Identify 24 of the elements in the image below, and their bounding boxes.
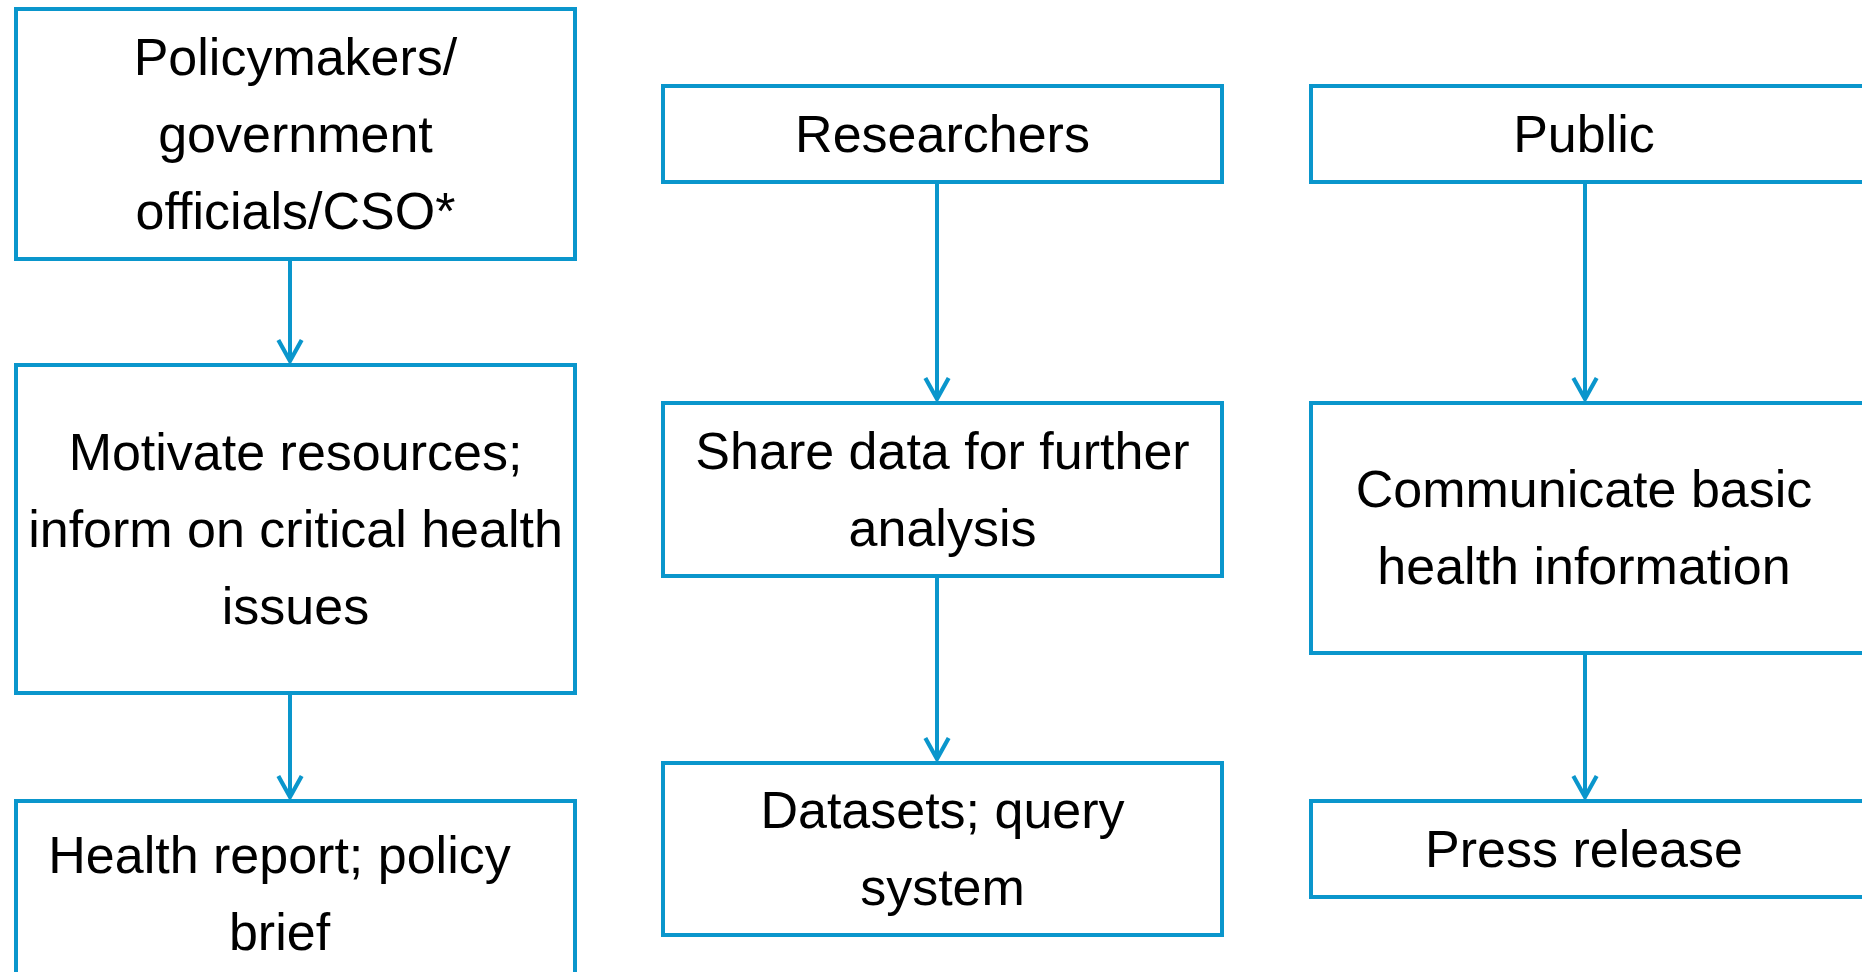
process-box	[661, 761, 1224, 937]
process-box	[14, 799, 577, 972]
box-label: Researchers	[794, 103, 1091, 165]
process-box	[14, 363, 577, 695]
process-box	[1309, 401, 1862, 655]
arrow	[1571, 184, 1599, 402]
box-label: Press release	[1424, 818, 1744, 880]
process-box	[1309, 84, 1862, 184]
process-box	[14, 7, 577, 261]
box-label: Public	[1512, 103, 1656, 165]
box-label: Communicate basic health information	[1354, 459, 1814, 597]
process-box	[1309, 799, 1862, 899]
arrow	[923, 578, 951, 762]
arrow	[276, 261, 304, 364]
process-box	[661, 401, 1224, 578]
process-box	[661, 84, 1224, 184]
box-label: Health report; policy brief	[47, 825, 512, 963]
arrow	[1571, 655, 1599, 800]
box-label: Motivate resources; inform on critical health issues	[27, 421, 564, 637]
arrow	[923, 184, 951, 402]
box-label: Datasets; query system	[759, 780, 1126, 918]
box-label: Policymakers/ government officials/CSO*	[132, 26, 459, 242]
arrow	[276, 695, 304, 800]
box-label: Share data for further analysis	[694, 420, 1191, 559]
